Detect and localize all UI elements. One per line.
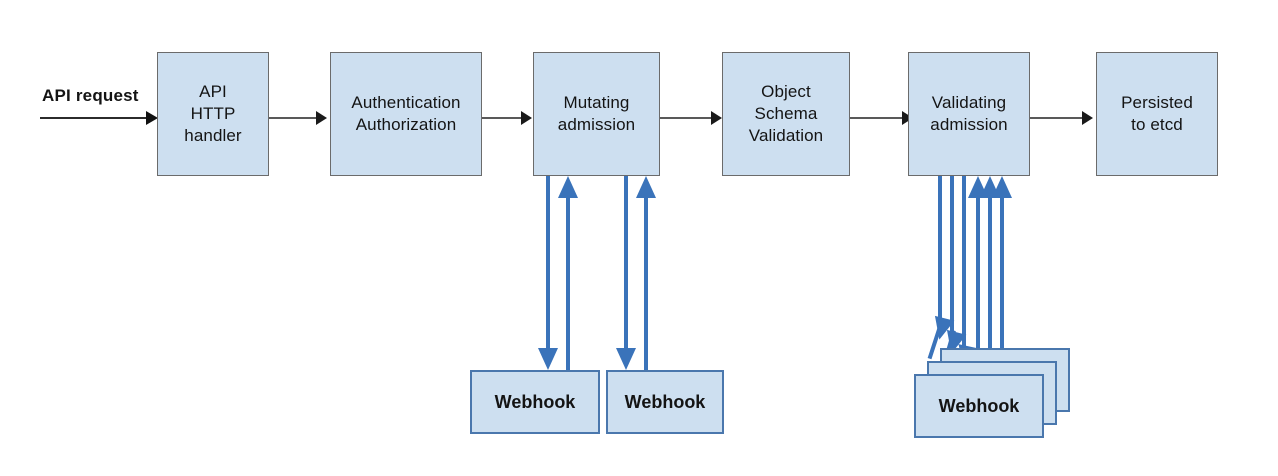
entry-label-api-request: API request bbox=[42, 86, 139, 105]
stage-box-validating-admission[interactable]: Validating admission bbox=[908, 52, 1030, 176]
webhook-label: Webhook bbox=[494, 391, 576, 412]
stage-label-line: Persisted bbox=[1121, 93, 1193, 113]
connector-line bbox=[850, 117, 903, 119]
mutating-webhook-1-return-arrow-icon bbox=[558, 176, 578, 198]
mutating-webhook-2-return-arrow-icon bbox=[636, 176, 656, 198]
connector-line bbox=[482, 117, 522, 119]
mutating-webhook-2-call-arrow-icon bbox=[616, 348, 636, 370]
stage-box-api-http-handler[interactable]: API HTTP handler bbox=[157, 52, 269, 176]
mutating-webhook-2-return-line bbox=[644, 192, 648, 376]
validating-webhook-3-return-line bbox=[1000, 192, 1004, 360]
validating-webhook-3-call-line bbox=[938, 176, 942, 326]
mutating-webhook-1-call-line bbox=[546, 176, 550, 360]
connector-arrow-head-icon bbox=[711, 111, 722, 125]
stage-label-line: Schema bbox=[754, 104, 818, 124]
validating-webhook-box-1[interactable]: Webhook bbox=[914, 374, 1044, 438]
mutating-webhook-box-2[interactable]: Webhook bbox=[606, 370, 724, 434]
stage-label-line: to etcd bbox=[1131, 115, 1183, 134]
connector-arrow-head-icon bbox=[902, 111, 913, 125]
connector-arrow-head-icon bbox=[316, 111, 327, 125]
validating-webhook-1-call-line bbox=[962, 176, 966, 346]
mutating-webhook-1-return-line bbox=[566, 192, 570, 376]
stage-label-line: admission bbox=[930, 115, 1008, 134]
connector-line bbox=[1030, 117, 1083, 119]
validating-webhook-2-return-line bbox=[988, 192, 992, 372]
webhook-label: Webhook bbox=[938, 395, 1020, 416]
stage-label-line: Mutating bbox=[563, 93, 630, 113]
validating-webhook-2-call-line bbox=[950, 176, 954, 336]
stage-label-line: HTTP bbox=[190, 104, 236, 124]
connector-arrow-head-icon bbox=[1082, 111, 1093, 125]
mutating-webhook-box-1[interactable]: Webhook bbox=[470, 370, 600, 434]
connector-line bbox=[269, 117, 317, 119]
validating-webhook-3-return-arrow-icon bbox=[992, 176, 1012, 198]
mutating-webhook-2-call-line bbox=[624, 176, 628, 360]
stage-box-persisted-to-etcd[interactable]: Persisted to etcd bbox=[1096, 52, 1218, 176]
stage-label-line: Object bbox=[761, 82, 811, 102]
mutating-webhook-1-call-arrow-icon bbox=[538, 348, 558, 370]
stage-box-mutating-admission[interactable]: Mutating admission bbox=[533, 52, 660, 176]
stage-label-line: Validation bbox=[748, 125, 824, 145]
entry-arrow-line bbox=[40, 117, 152, 119]
webhook-label: Webhook bbox=[624, 391, 706, 412]
stage-label-line: admission bbox=[557, 115, 636, 134]
stage-label-line: Authorization bbox=[355, 115, 457, 134]
stage-box-authentication-authorization[interactable]: Authentication Authorization bbox=[330, 52, 482, 176]
validating-webhook-1-return-line bbox=[976, 192, 980, 372]
stage-label-line: Validating bbox=[931, 93, 1007, 113]
entry-arrow-head-icon bbox=[146, 111, 158, 125]
connector-line bbox=[660, 117, 712, 119]
connector-arrow-head-icon bbox=[521, 111, 532, 125]
stage-box-object-schema-validation[interactable]: Object Schema Validation bbox=[722, 52, 850, 176]
stage-label-line: Authentication bbox=[351, 93, 461, 113]
stage-label-line: handler bbox=[184, 125, 242, 145]
stage-label-line: API bbox=[199, 82, 227, 102]
